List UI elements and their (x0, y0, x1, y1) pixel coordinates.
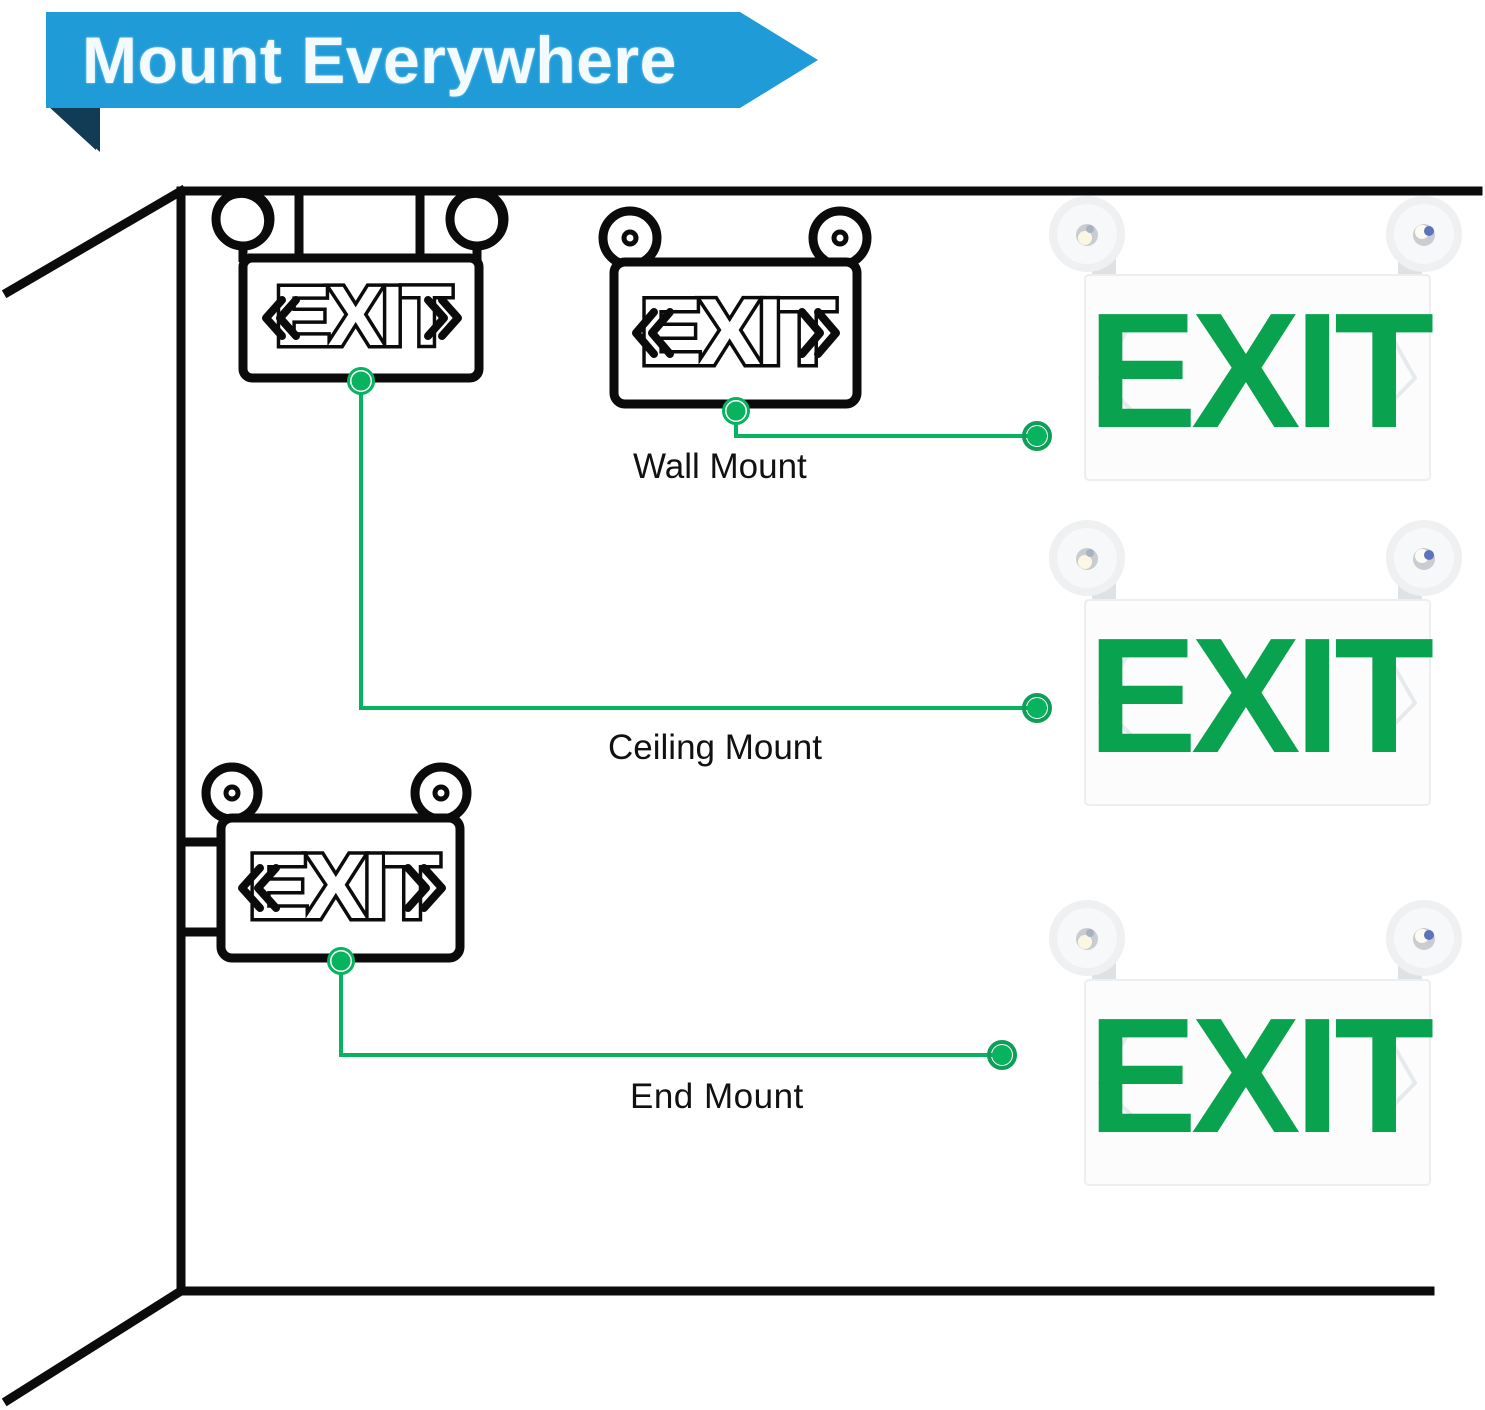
wall-lamp-head-right (808, 206, 872, 270)
ceiling-lamp-head-left (211, 187, 275, 262)
banner-fold-shadow-icon (46, 104, 100, 152)
banner-arrow-icon (46, 12, 818, 108)
ceiling-lamp-head-right (445, 187, 509, 262)
wall-lamp-lens-left-icon (621, 229, 639, 247)
room-outline (1, 184, 1483, 1407)
connector-wall-mount (734, 411, 1037, 438)
wall-sign-exit-text: EXIT (640, 279, 837, 384)
product3-lamp-left (1049, 900, 1125, 985)
end-mount-sign: EXIT (181, 762, 472, 963)
product3-left-chevron-icon (1098, 1024, 1135, 1119)
product3-lamp-right (1386, 900, 1462, 985)
product1-chevrons (1098, 319, 1417, 414)
product3-exit-text: EXIT (1088, 984, 1433, 1167)
ceiling-mount-sign: EXIT (211, 187, 509, 383)
dot-end-target-ring (987, 1040, 1017, 1070)
product2-exit-text: EXIT (1088, 604, 1433, 787)
dot-ceiling-source (348, 368, 374, 394)
product1-lamp-left (1049, 196, 1125, 280)
end-left-chevron-icon (238, 864, 280, 912)
product-end-mount: EXIT (1049, 900, 1462, 1186)
banner: Mount Everywhere (0, 0, 900, 170)
connector-ceiling-mount (359, 381, 1037, 710)
end-lamp-lens-right-icon (432, 784, 450, 802)
product2-left-chevron-icon (1098, 644, 1135, 739)
dot-ceiling-source-ring (347, 367, 375, 395)
end-lamp-lens-left-icon (223, 784, 241, 802)
product2-housing (1085, 600, 1430, 805)
product2-chevrons (1098, 644, 1417, 739)
label-wall-mount: Wall Mount (633, 447, 807, 486)
banner-title: Mount Everywhere (82, 23, 677, 97)
ceiling-left-chevron-icon (262, 296, 300, 340)
wall-lamp-head-left (598, 206, 662, 270)
ceiling-right-chevron-icon (424, 296, 462, 340)
dot-wall-source-ring (722, 397, 750, 425)
floor-diagonal-line (1, 1284, 188, 1407)
dot-end-source-ring (327, 947, 355, 975)
product2-right-chevron-icon (1380, 644, 1417, 739)
end-lamp-head-left (201, 762, 263, 824)
end-lamp-head-right (410, 762, 472, 824)
product-ceiling-mount: EXIT (1049, 520, 1462, 806)
dot-wall-target-ring (1022, 421, 1052, 451)
product3-right-chevron-icon (1380, 1024, 1417, 1119)
label-end-mount: End Mount (630, 1077, 804, 1116)
banner-shape (46, 12, 818, 152)
connector-target-dots (987, 421, 1052, 1070)
dot-end-source (328, 948, 354, 974)
end-right-chevron-icon (404, 864, 446, 912)
end-sign-exit-text: EXIT (248, 836, 440, 938)
wall-mount-sign: EXIT (598, 206, 872, 409)
dot-wall-target (1027, 426, 1047, 446)
ceiling-sign-exit-text: EXIT (275, 269, 452, 363)
connector-source-dots (327, 367, 750, 975)
wall-right-chevron-icon (798, 308, 840, 358)
wall-left-chevron-icon (632, 308, 674, 358)
product1-housing (1085, 275, 1430, 480)
product1-lamp-right (1386, 196, 1462, 280)
product3-chevrons (1098, 1024, 1417, 1119)
product3-housing (1085, 980, 1430, 1185)
wall-lamp-lens-right-icon (831, 229, 849, 247)
dot-ceiling-target-ring (1022, 693, 1052, 723)
product1-exit-text: EXIT (1088, 279, 1433, 462)
dot-ceiling-target (1027, 698, 1047, 718)
product2-lamp-left (1049, 520, 1125, 605)
ceiling-diagonal-line (1, 184, 188, 299)
product-wall-mount: EXIT (1049, 196, 1462, 481)
product1-left-chevron-icon (1098, 319, 1135, 414)
label-ceiling-mount: Ceiling Mount (608, 728, 822, 767)
product1-right-chevron-icon (1380, 319, 1417, 414)
product2-lamp-right (1386, 520, 1462, 605)
connector-end-mount (339, 961, 1002, 1057)
dot-wall-source (723, 398, 749, 424)
dot-end-target (992, 1045, 1012, 1065)
